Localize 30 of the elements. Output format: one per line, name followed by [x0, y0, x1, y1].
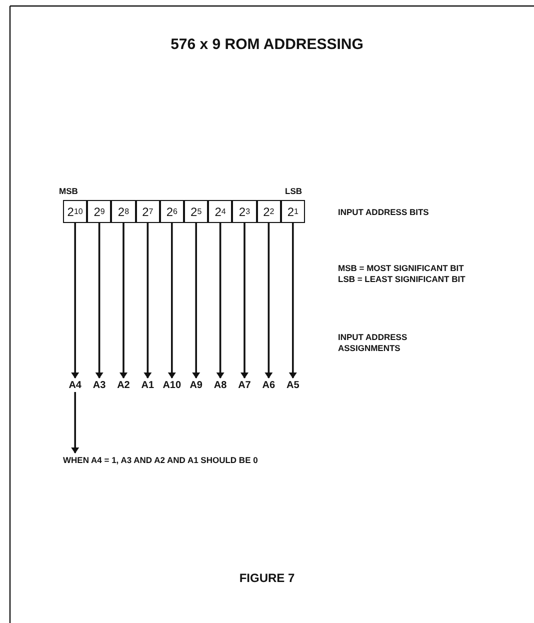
figure-caption: FIGURE 7 [238, 573, 296, 584]
bit-cell: 2$^{3}$ [232, 200, 257, 223]
bit-cell: 2$^{5}$ [184, 200, 208, 223]
note-text: LSB = LEAST SIGNIFICANT BIT [338, 274, 466, 285]
arrow [192, 223, 200, 378]
arrow [71, 392, 80, 454]
bit-cell: 2$^{10}$ [63, 200, 88, 223]
bit-cell: 2$^{4}$ [208, 200, 232, 223]
arrow [71, 223, 80, 378]
note-text: MSB = MOST SIGNIFICANT BIT [338, 263, 465, 274]
arrow [168, 223, 176, 378]
bit-cell: 2$^{8}$ [111, 200, 136, 223]
note-text: INPUT ADDRESS ASSIGNMENTS [338, 332, 408, 354]
arrow [144, 223, 152, 378]
msb-label: MSB [59, 186, 79, 197]
bit-cell: 2$^{2}$ [256, 200, 281, 223]
lsb-label: LSB [285, 186, 303, 197]
bit-cell: 2$^{9}$ [87, 200, 112, 223]
note-text: INPUT ADDRESS BITS [338, 207, 430, 218]
bit-cell: 2$^{6}$ [160, 200, 184, 223]
diagram-title: 576 x 9 ROM ADDRESSING [170, 36, 364, 53]
bit-cell: 2$^{7}$ [136, 200, 160, 223]
arrow [120, 223, 128, 378]
arrow [216, 223, 224, 378]
arrow [240, 223, 248, 378]
arrow [288, 223, 297, 378]
arrow [264, 223, 273, 378]
note-text: WHEN A4 = 1, A3 AND A2 AND A1 SHOULD BE 0 [63, 455, 263, 466]
bit-cell: 2$^{1}$ [280, 200, 305, 223]
arrow [95, 223, 104, 378]
